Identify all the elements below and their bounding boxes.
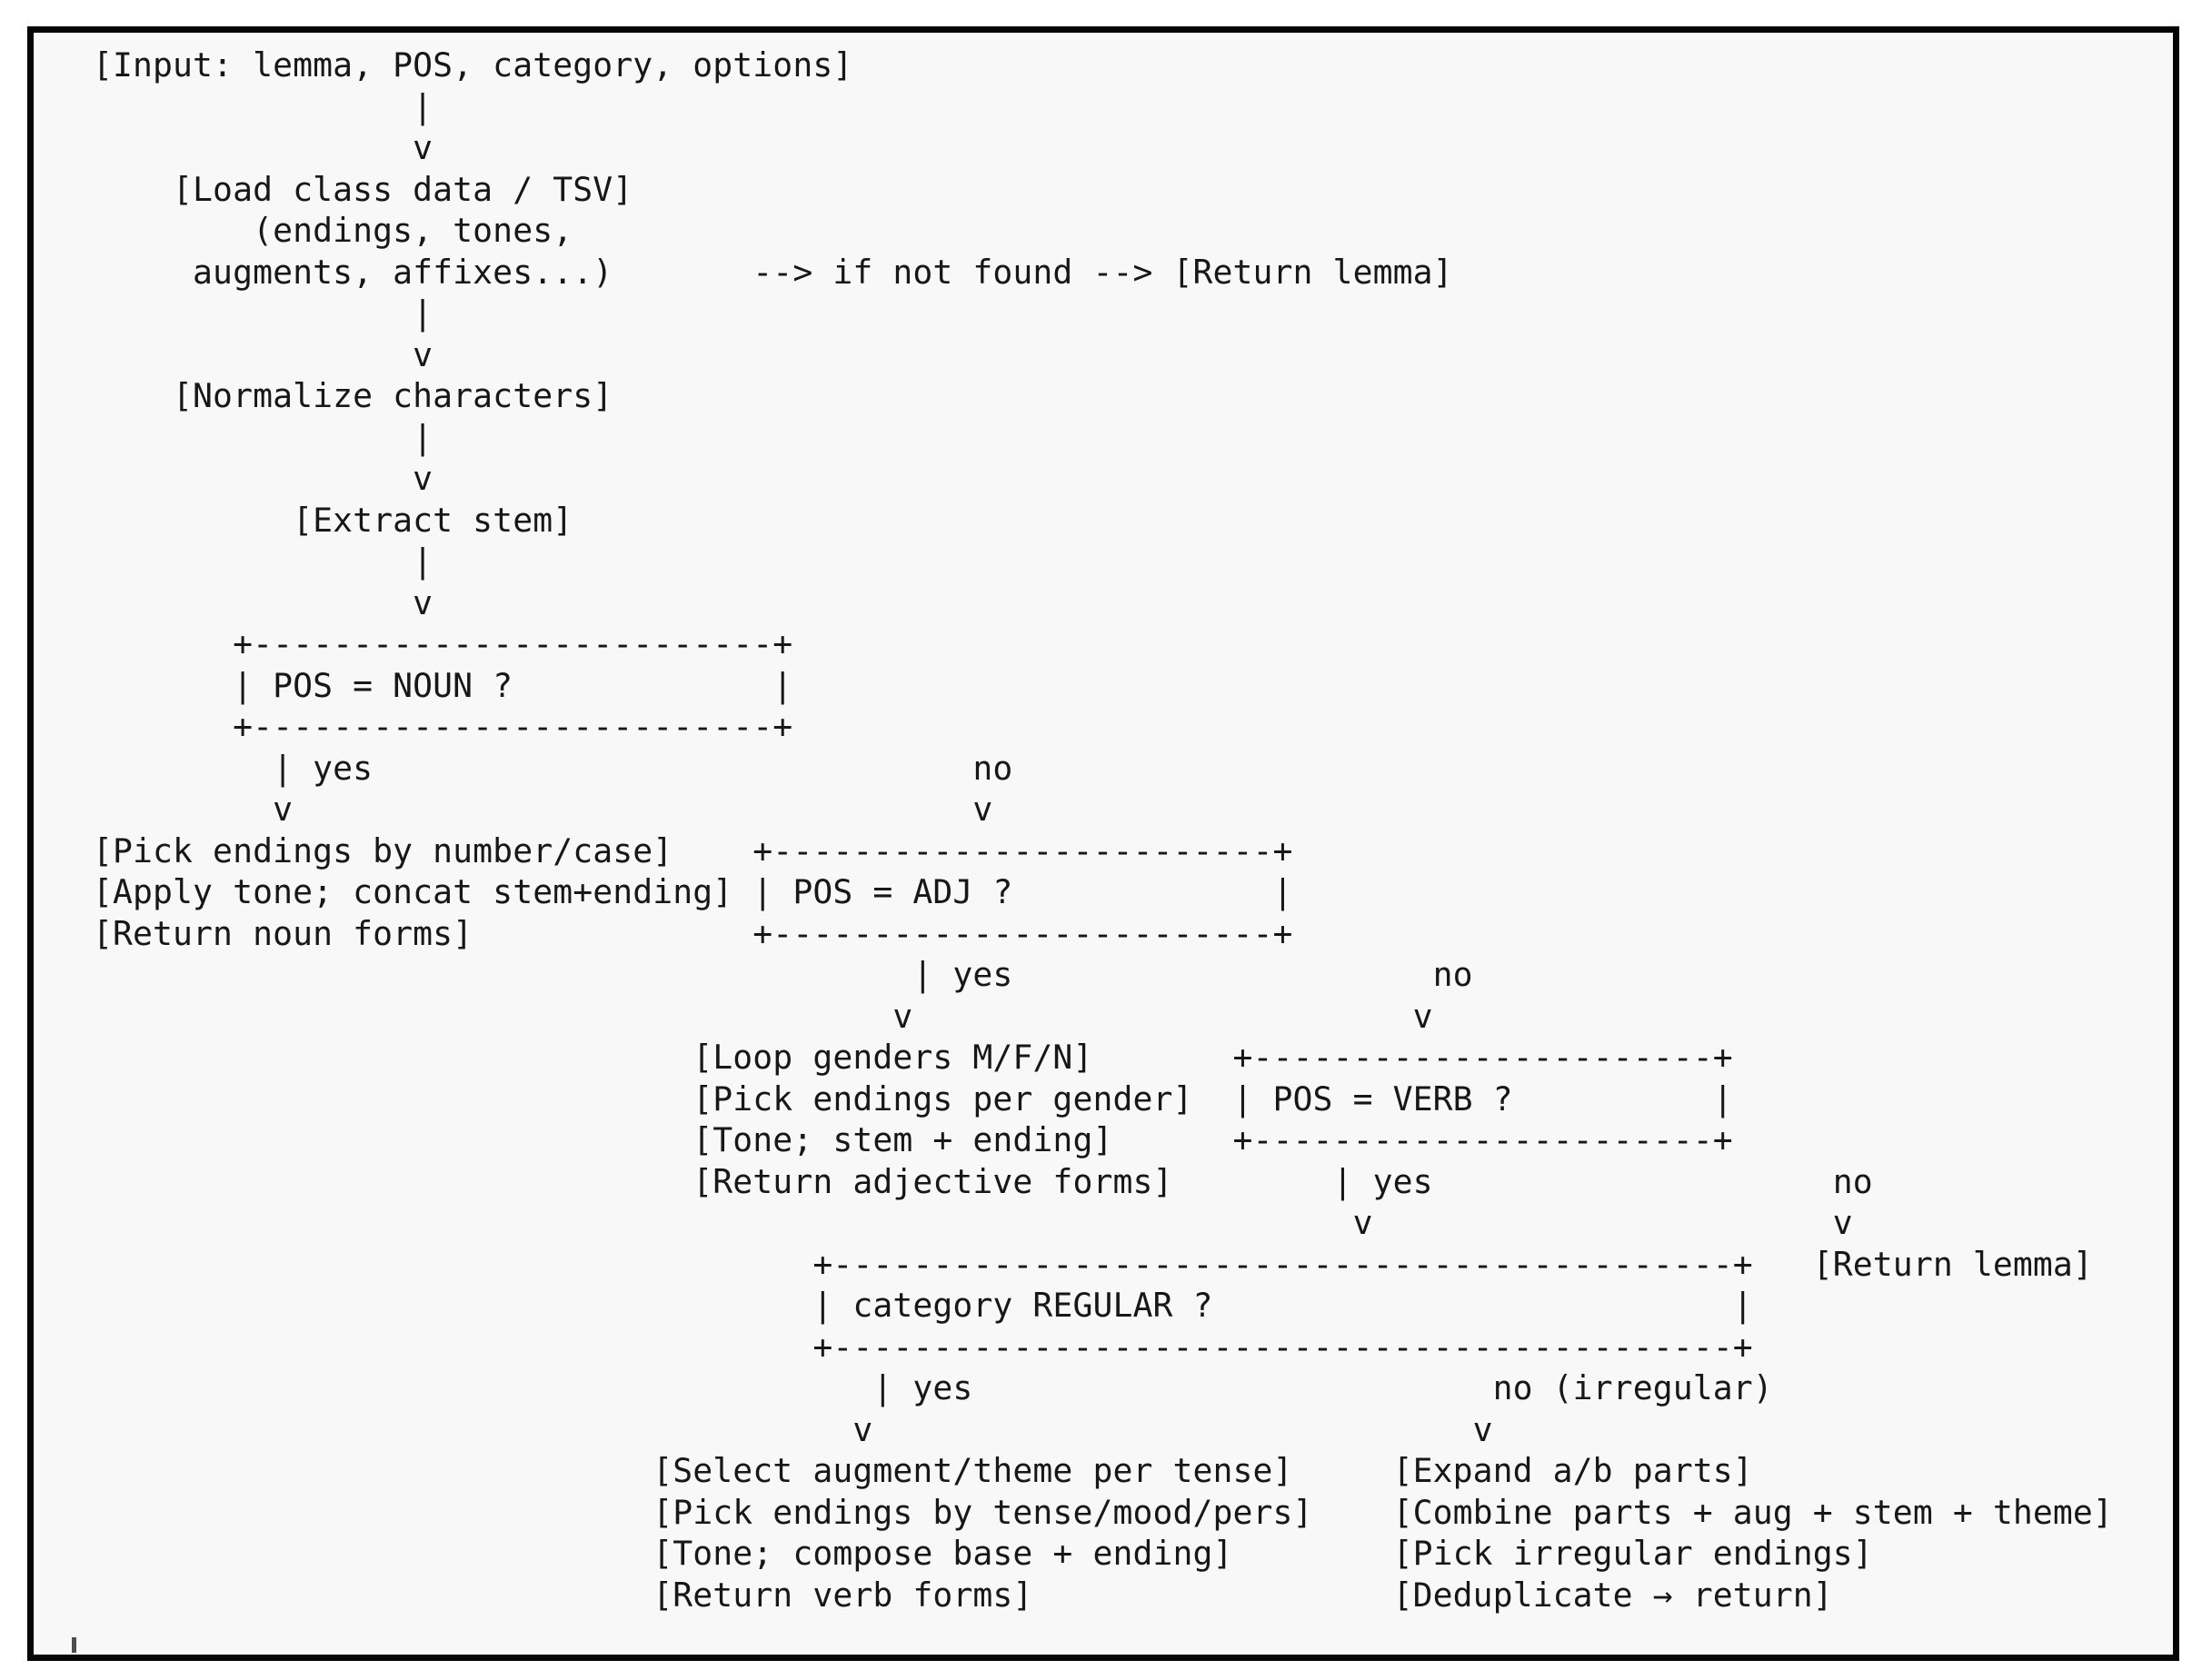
ascii-flowchart: [Input: lemma, POS, category, options] |… bbox=[93, 45, 2113, 1615]
cursor-tick bbox=[72, 1637, 76, 1653]
flowchart-panel: [Input: lemma, POS, category, options] |… bbox=[27, 26, 2179, 1661]
